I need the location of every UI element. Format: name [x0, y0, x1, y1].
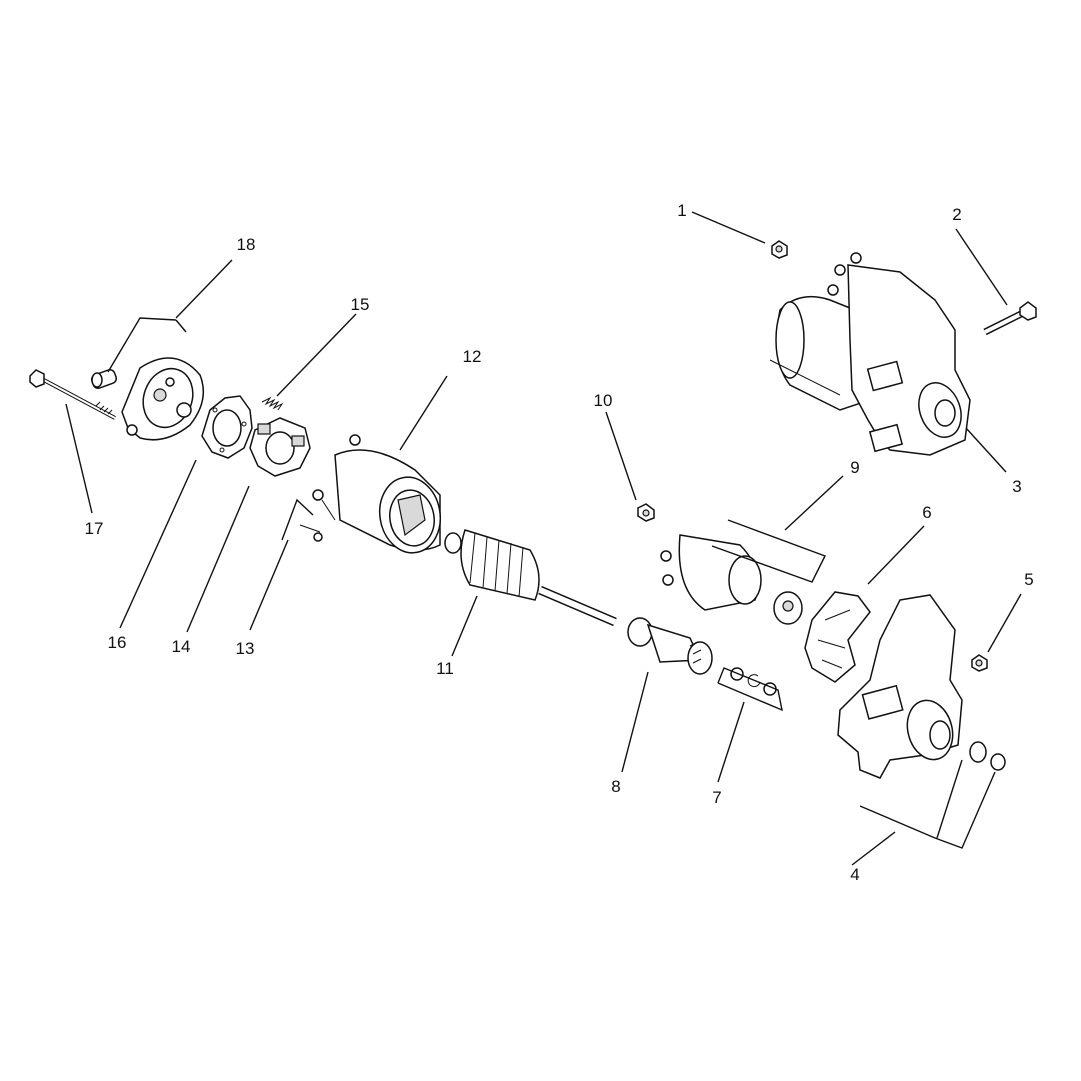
- part-nut-10: [637, 503, 655, 522]
- part-pinion-clutch: [627, 617, 713, 675]
- callout-2: 2: [952, 205, 961, 224]
- callout-5: 5: [1024, 570, 1033, 589]
- callout-3: 3: [1012, 477, 1021, 496]
- callout-11: 11: [436, 659, 454, 678]
- part-front-housing: [837, 594, 1006, 779]
- callout-1: 1: [677, 201, 686, 220]
- callout-14: 14: [172, 637, 191, 656]
- callout-16: 16: [108, 633, 127, 652]
- leader-lines: [65, 211, 1022, 866]
- callout-labels: 1 2 3 4 5 6 7 8 9 10 11 12 13 14 15 16 1…: [85, 201, 1034, 884]
- part-solenoid: [660, 534, 803, 625]
- callout-10: 10: [594, 391, 613, 410]
- part-armature: [444, 529, 617, 627]
- callout-15: 15: [351, 295, 370, 314]
- callout-4: 4: [850, 865, 859, 884]
- callout-12: 12: [463, 347, 482, 366]
- part-brush-holder: [249, 417, 311, 477]
- callout-8: 8: [611, 777, 620, 796]
- part-starter-assembly: [769, 252, 971, 456]
- callout-18: 18: [237, 235, 256, 254]
- callout-6: 6: [922, 503, 931, 522]
- part-brush-spring: [261, 396, 284, 411]
- part-rear-cover: [90, 357, 205, 441]
- part-shift-lever: [804, 591, 871, 683]
- part-nut-1: [771, 240, 788, 259]
- part-yoke-field-frame: [299, 434, 442, 554]
- callout-7: 7: [712, 788, 721, 807]
- part-bolt-2: [983, 301, 1037, 336]
- part-brush-plate: [201, 395, 253, 459]
- part-through-bolt: [29, 369, 116, 420]
- callout-17: 17: [85, 519, 104, 538]
- callout-9: 9: [850, 458, 859, 477]
- part-nut-5: [971, 654, 988, 672]
- callout-13: 13: [236, 639, 255, 658]
